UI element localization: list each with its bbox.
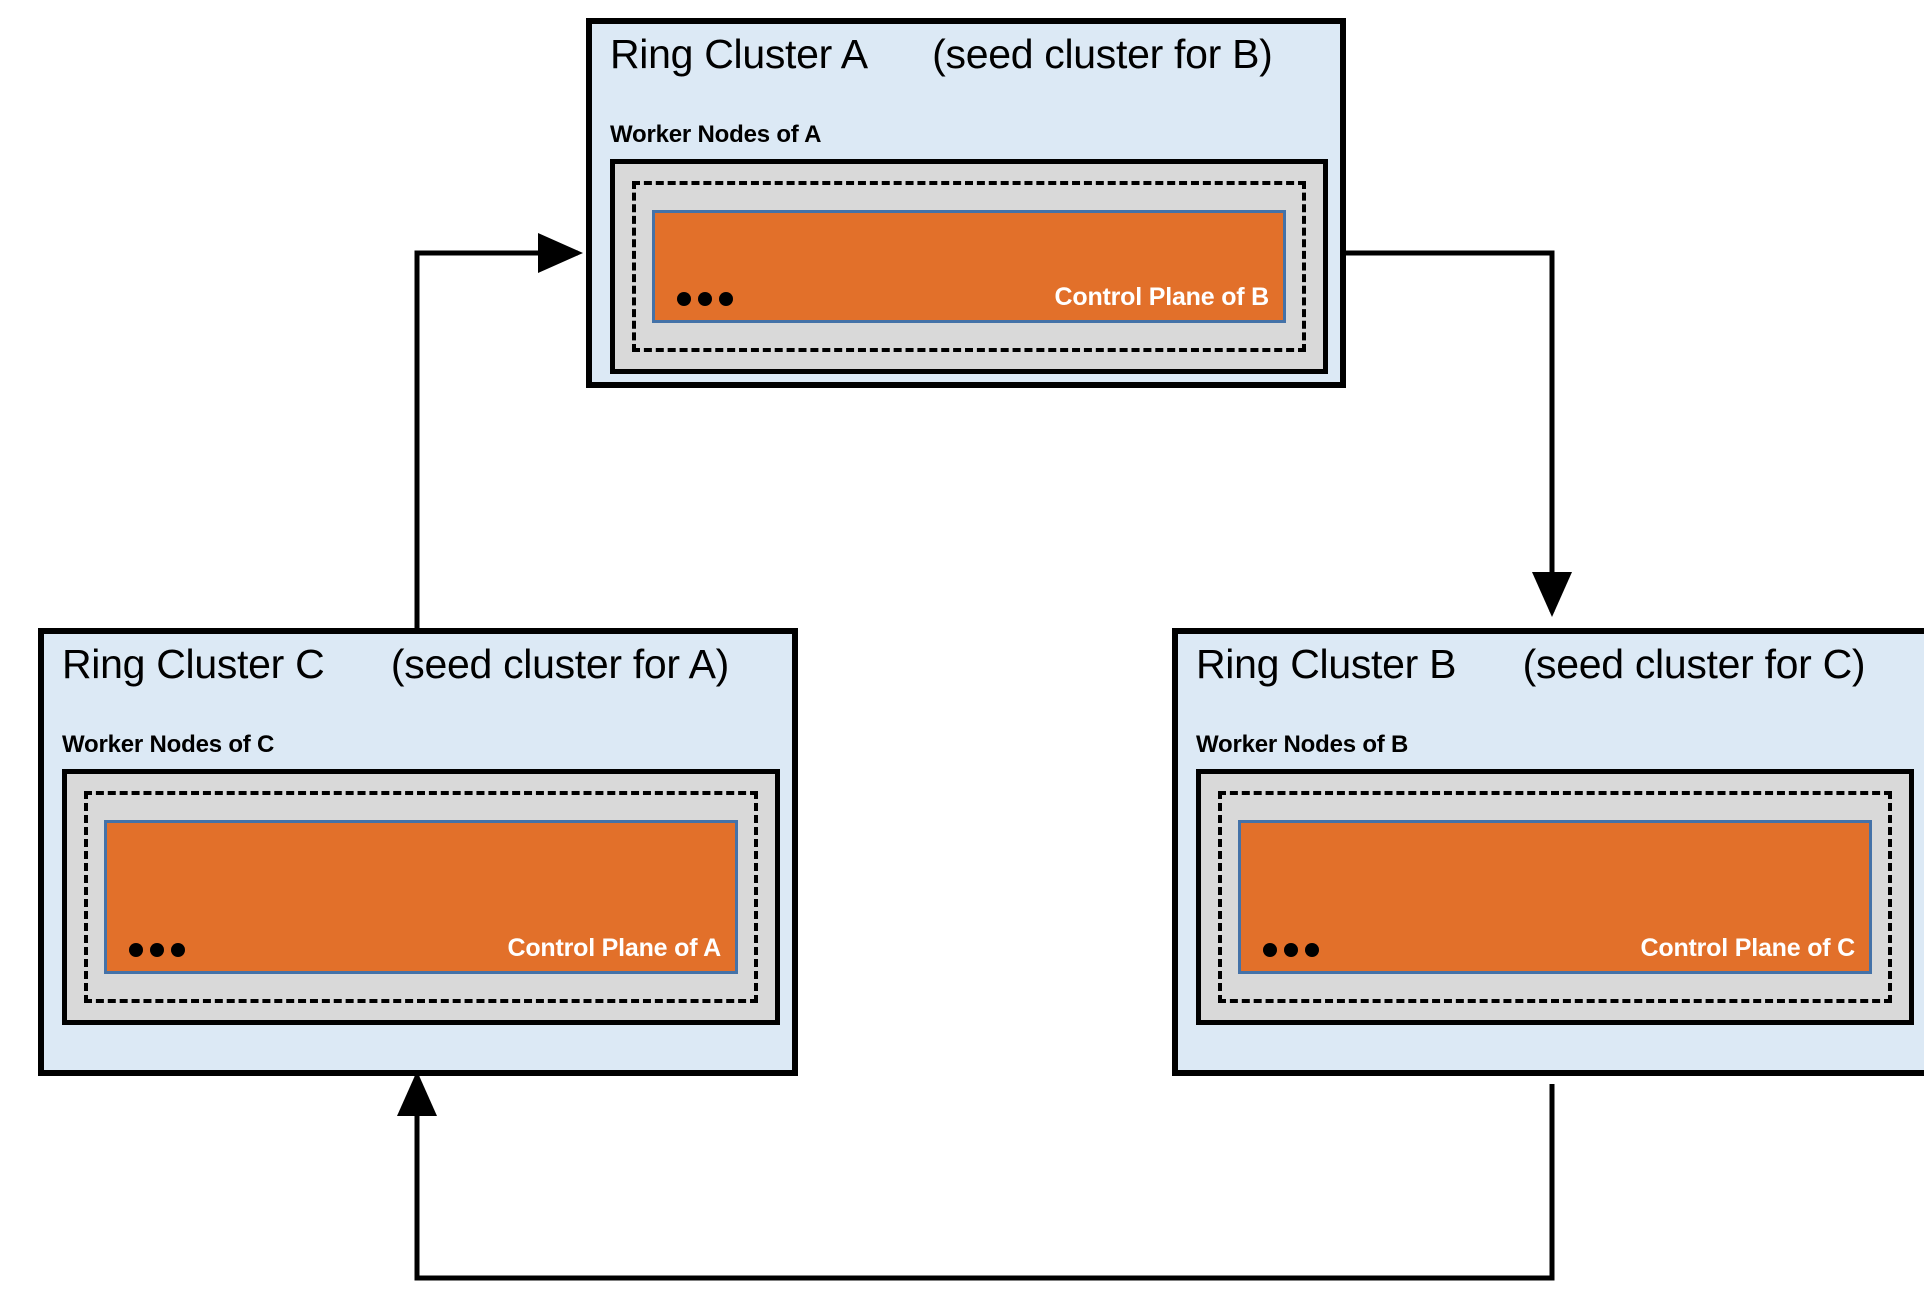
worker-nodes-box-c[interactable]: Control Plane of A (62, 769, 780, 1025)
worker-node-dashed-frame-a (632, 181, 1306, 352)
arrow-a-to-b (1345, 250, 1572, 617)
control-plane-label-c: Control Plane of A (507, 934, 721, 962)
worker-node-dashed-frame-b (1218, 791, 1892, 1003)
cluster-title-b: Ring Cluster B (seed cluster for C) (1196, 641, 1866, 687)
cluster-title-c: Ring Cluster C (seed cluster for A) (62, 641, 730, 687)
arrow-b-to-c (397, 1071, 1555, 1281)
worker-nodes-box-b[interactable]: Control Plane of C (1196, 769, 1914, 1025)
control-plane-box-b[interactable]: Control Plane of C (1238, 820, 1872, 974)
control-plane-label-a: Control Plane of B (1054, 283, 1270, 311)
ellipsis-icon-a (677, 292, 733, 306)
worker-nodes-label-c: Worker Nodes of C (62, 731, 275, 758)
worker-node-dashed-frame-c (84, 791, 758, 1003)
ellipsis-icon-c (129, 943, 185, 957)
cluster-box-b[interactable]: Ring Cluster B (seed cluster for C) Work… (1172, 628, 1924, 1076)
cluster-title-a: Ring Cluster A (seed cluster for B) (610, 31, 1273, 77)
arrow-c-to-a (414, 233, 583, 628)
cluster-box-c[interactable]: Ring Cluster C (seed cluster for A) Work… (38, 628, 798, 1076)
control-plane-label-b: Control Plane of C (1640, 934, 1856, 962)
cluster-box-a[interactable]: Ring Cluster A (seed cluster for B) Work… (586, 18, 1346, 388)
control-plane-box-a[interactable]: Control Plane of B (652, 210, 1286, 323)
ellipsis-icon-b (1263, 943, 1319, 957)
control-plane-box-c[interactable]: Control Plane of A (104, 820, 738, 974)
worker-nodes-box-a[interactable]: Control Plane of B (610, 159, 1328, 374)
worker-nodes-label-a: Worker Nodes of A (610, 121, 822, 148)
worker-nodes-label-b: Worker Nodes of B (1196, 731, 1409, 758)
